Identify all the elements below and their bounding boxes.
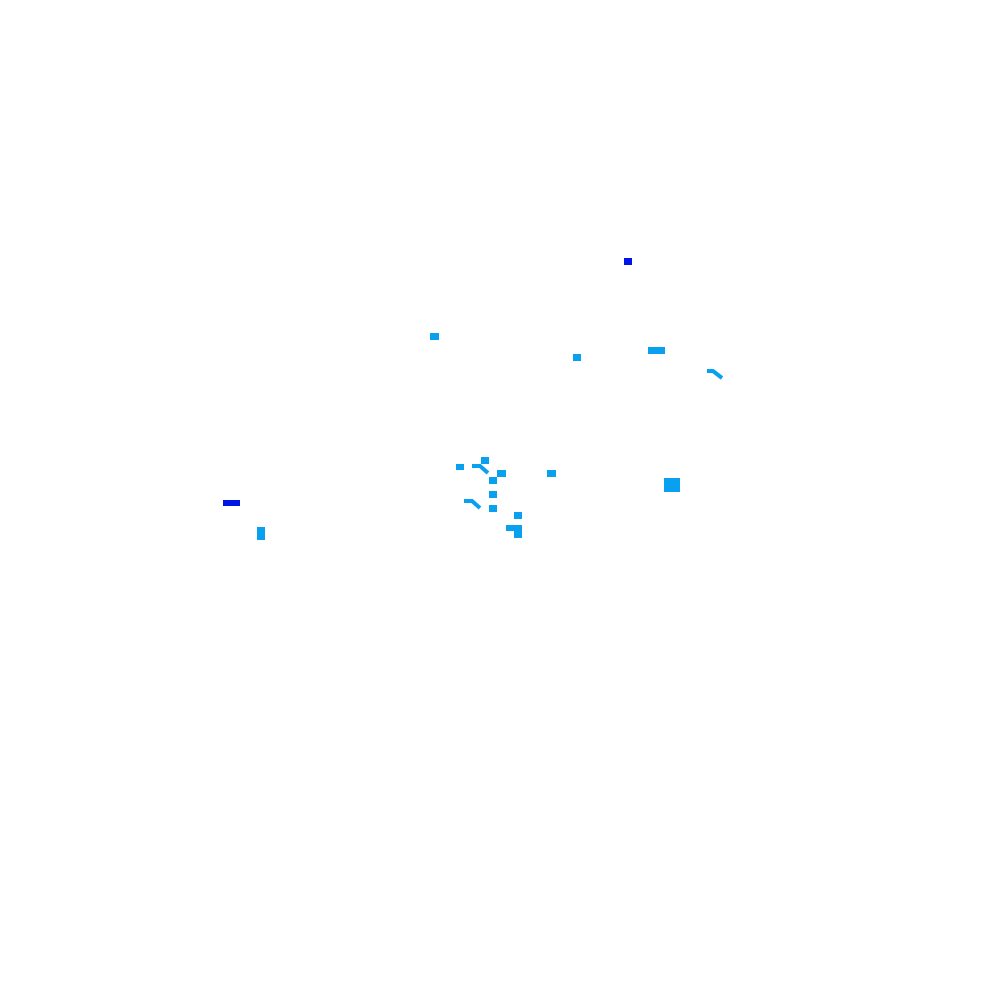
patch-light-11	[489, 505, 497, 512]
dark-blue-patches	[223, 258, 632, 506]
patch-light-14	[514, 531, 522, 538]
patch-light-curve-1	[707, 369, 724, 380]
patch-light-15	[257, 527, 265, 540]
patch-dark-left	[223, 500, 240, 506]
patch-light-13	[506, 525, 522, 531]
patch-light-12	[514, 512, 522, 519]
patch-light-6	[497, 470, 506, 477]
patch-light-10	[489, 491, 497, 498]
patch-light-7	[489, 477, 497, 484]
light-blue-patches	[257, 333, 724, 540]
patch-light-curve-3	[464, 499, 482, 510]
patch-light-4	[456, 464, 464, 470]
patch-light-8	[547, 470, 556, 477]
patch-light-9	[664, 478, 680, 492]
patch-light-2	[573, 354, 581, 361]
patch-light-3	[648, 347, 665, 354]
patch-light-5	[481, 457, 489, 464]
patch-light-curve-2	[472, 464, 490, 475]
patch-dark-top-right	[624, 258, 632, 265]
patch-light-1	[430, 333, 439, 340]
